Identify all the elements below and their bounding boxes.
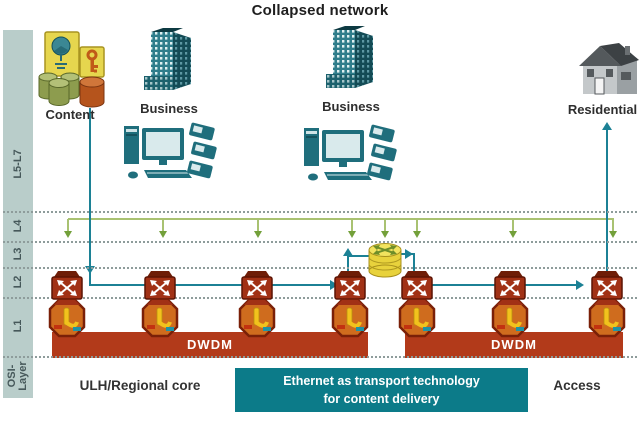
key-icon xyxy=(79,46,105,78)
right-arrow-icon xyxy=(330,280,338,290)
database-icon xyxy=(78,76,106,110)
workstation-icon xyxy=(298,122,398,184)
layer-divider-l5l7-l4 xyxy=(3,211,637,213)
down-arrow-icon xyxy=(348,231,356,238)
ethernet-transport-box: Ethernet as transport technology for con… xyxy=(235,368,528,412)
down-arrow-icon xyxy=(509,231,517,238)
database-cluster-icon xyxy=(36,70,82,108)
down-arrow-icon xyxy=(85,266,95,274)
residential-label: Residential xyxy=(567,102,638,117)
down-arrow-icon xyxy=(413,231,421,238)
downlink-from-router-line xyxy=(413,253,415,272)
dwdm-terminal-icon xyxy=(490,297,530,339)
ethernet-transport-line2: for content delivery xyxy=(323,392,440,406)
business-right-label: Business xyxy=(322,99,380,114)
l4-drop-line xyxy=(351,219,353,232)
content-label: Content xyxy=(45,107,95,122)
core-node xyxy=(237,269,277,341)
office-building-icon xyxy=(321,24,381,90)
l4-drop-line xyxy=(162,219,164,232)
diagram-title: Collapsed network xyxy=(251,2,389,19)
dwdm-bar-left: DWDM xyxy=(52,332,368,358)
multilayer-switch-icon xyxy=(366,242,404,278)
dwdm-bar-left-label: DWDM xyxy=(187,337,233,352)
dwdm-terminal-icon xyxy=(237,297,277,339)
dwdm-bar-right-label: DWDM xyxy=(491,337,537,352)
osi-layer-sidebar: L5-L7 L4 L3 L2 L1 OSI- Layer xyxy=(3,30,33,398)
layer-divider-l2-l1 xyxy=(3,297,637,299)
uplink-to-router-line xyxy=(347,255,349,272)
core-node xyxy=(140,269,180,341)
down-arrow-icon xyxy=(254,231,262,238)
core-node xyxy=(587,269,627,341)
up-arrow-icon xyxy=(343,248,353,256)
layer-divider-l3-l2 xyxy=(3,267,637,269)
content-feed-line xyxy=(89,108,91,286)
dwdm-terminal-icon xyxy=(330,297,370,339)
office-building-icon xyxy=(139,26,199,92)
l4-drop-line xyxy=(416,219,418,232)
right-arrow-icon xyxy=(576,280,584,290)
l4-drop-line xyxy=(257,219,259,232)
layer-divider-l4-l3 xyxy=(3,241,637,243)
ethernet-transport-line1: Ethernet as transport technology xyxy=(283,373,480,388)
l4-drop-line xyxy=(384,219,386,232)
workstation-icon xyxy=(118,120,218,182)
l4-drop-line xyxy=(512,219,514,232)
down-arrow-icon xyxy=(381,231,389,238)
l4-drop-line xyxy=(612,219,614,232)
house-icon xyxy=(577,42,639,98)
l4-drop-line xyxy=(67,219,69,232)
layer-axis-label: OSI- Layer xyxy=(6,326,29,426)
l2-transport-line-left xyxy=(90,284,336,286)
down-arrow-icon xyxy=(159,231,167,238)
l4-distribution-line xyxy=(68,218,614,220)
core-node xyxy=(397,269,437,341)
core-node xyxy=(47,269,87,341)
uplink-to-router-line xyxy=(347,255,369,257)
right-arrow-icon xyxy=(405,249,413,259)
dwdm-terminal-icon xyxy=(587,297,627,339)
layer-divider-l1-bottom xyxy=(3,356,637,358)
residential-feed-line xyxy=(606,130,608,272)
core-zone-label: ULH/Regional core xyxy=(79,378,201,393)
layer-axis-label-line2: Layer xyxy=(17,361,29,391)
up-arrow-icon xyxy=(602,122,612,130)
down-arrow-icon xyxy=(64,231,72,238)
core-node xyxy=(490,269,530,341)
dwdm-terminal-icon xyxy=(140,297,180,339)
business-left-label: Business xyxy=(140,101,198,116)
access-zone-label: Access xyxy=(553,378,601,393)
dwdm-terminal-icon xyxy=(47,297,87,339)
core-node xyxy=(330,269,370,341)
down-arrow-icon xyxy=(609,231,617,238)
dwdm-terminal-icon xyxy=(397,297,437,339)
